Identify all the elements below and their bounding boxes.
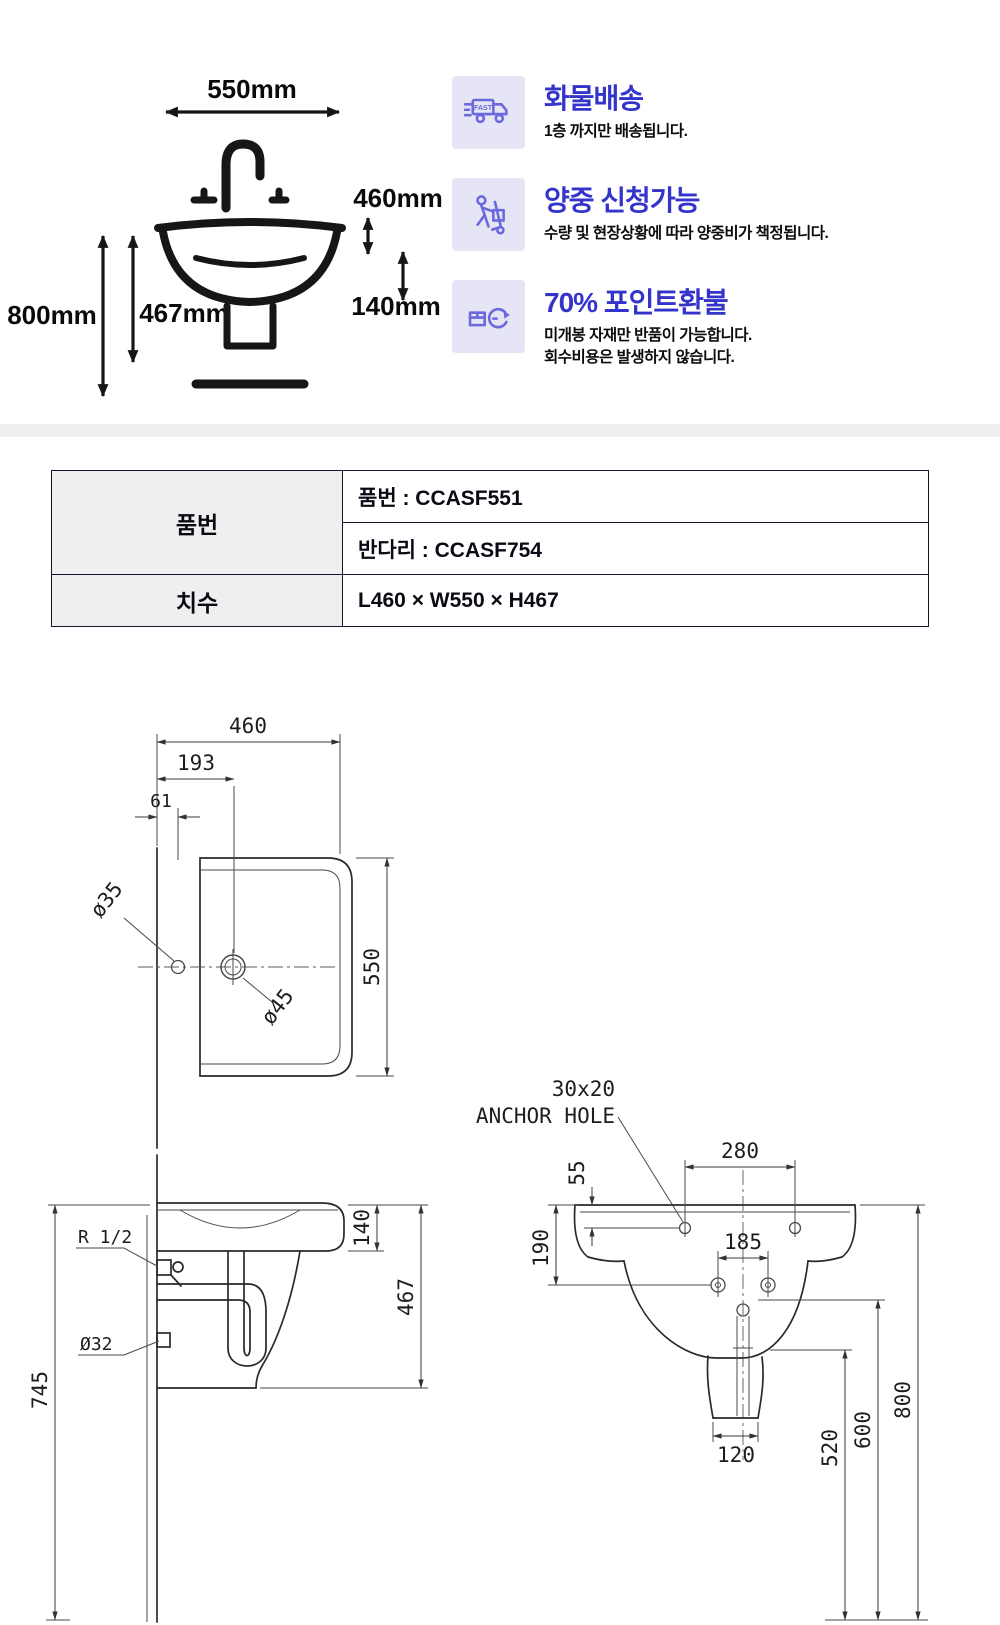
cad-drawing-svg: 460 193 61 ø35 ø45 550 <box>28 714 928 1623</box>
dim-280: 280 <box>721 1139 759 1163</box>
feature-freight-delivery: FAST 화물배송 1층 까지만 배송됩니다. <box>452 76 986 149</box>
dim-467: 467 <box>394 1278 418 1316</box>
spec-section: 품번 품번 : CCASF551 반다리 : CCASF754 치수 L460 … <box>51 470 929 627</box>
anchor-hole-label: ANCHOR HOLE <box>476 1104 615 1128</box>
callout-supply: R 1/2 <box>78 1227 132 1248</box>
dim-185: 185 <box>724 1230 762 1254</box>
spec-value-half-pedestal: 반다리 : CCASF754 <box>342 522 929 575</box>
dim-745: 745 <box>28 1371 52 1409</box>
dim-dia45: ø45 <box>256 984 298 1029</box>
feature-lifting-service: 양중 신청가능 수량 및 현장상황에 따라 양중비가 책정됩니다. <box>452 178 986 251</box>
feature-title: 양중 신청가능 <box>544 185 700 216</box>
feature-description: 미개봉 자재만 반품이 가능합니다. <box>544 327 752 344</box>
apron-dim-label: 140mm <box>351 291 441 321</box>
side-view-drawing: R 1/2 Ø32 140 467 74 <box>28 1154 428 1623</box>
dim-55: 55 <box>565 1160 589 1185</box>
basin-height-dim-label: 467mm <box>139 298 229 328</box>
dim-520: 520 <box>818 1429 842 1467</box>
anchor-hole-size: 30x20 <box>552 1077 615 1101</box>
dim-193: 193 <box>177 751 215 775</box>
callout-drain: Ø32 <box>80 1334 113 1355</box>
dim-140: 140 <box>350 1209 374 1247</box>
spec-label-part-number: 품번 <box>51 470 343 575</box>
feature-description: 회수비용은 발생하지 않습니다. <box>544 348 735 366</box>
spec-value-part-number: 품번 : CCASF551 <box>342 470 929 523</box>
dim-61: 61 <box>150 791 172 812</box>
truck-fast-label: FAST <box>474 104 493 111</box>
dimension-hero: 550mm 460mm 140mm 800mm 467mm <box>0 0 1000 424</box>
section-divider <box>0 424 1000 437</box>
install-height-dim-label: 800mm <box>7 300 97 330</box>
freight-truck-icon: FAST <box>452 76 525 149</box>
dim-800: 800 <box>891 1381 915 1419</box>
front-view-drawing: 30x20 ANCHOR HOLE <box>476 1077 928 1621</box>
feature-title: 70% 포인트환불 <box>544 287 729 318</box>
dim-550: 550 <box>360 948 384 986</box>
technical-drawings: 460 193 61 ø35 ø45 550 <box>0 700 1000 1625</box>
feature-title: 화물배송 <box>544 83 644 114</box>
sink-dimension-figure: 550mm 460mm 140mm 800mm 467mm <box>7 74 443 398</box>
spec-value-dimensions: L460 × W550 × H467 <box>342 574 929 627</box>
spec-table: 품번 품번 : CCASF551 반다리 : CCASF754 치수 L460 … <box>51 470 929 627</box>
spec-label-dimensions: 치수 <box>51 574 343 627</box>
depth-dim-label: 460mm <box>353 183 443 213</box>
feature-description: 1층 까지만 배송됩니다. <box>544 123 688 140</box>
porter-handtruck-icon <box>452 178 525 251</box>
feature-point-refund: 70% 포인트환불 미개봉 자재만 반품이 가능합니다. 회수비용은 발생하지 … <box>452 280 986 369</box>
feature-list: FAST 화물배송 1층 까지만 배송됩니다. <box>452 76 986 369</box>
sink-icon <box>154 139 346 389</box>
dim-190: 190 <box>529 1229 553 1267</box>
dim-dia35: ø35 <box>85 877 127 922</box>
refund-box-arrows-icon <box>452 280 525 353</box>
width-dim-label: 550mm <box>207 74 297 104</box>
dim-120: 120 <box>717 1443 755 1467</box>
dim-460: 460 <box>229 714 267 738</box>
dim-600: 600 <box>851 1411 875 1449</box>
dimension-arrows <box>97 106 409 398</box>
top-view-drawing: 460 193 61 ø35 ø45 550 <box>85 714 394 1149</box>
feature-description: 수량 및 현장상황에 따라 양중비가 책정됩니다. <box>544 225 829 242</box>
